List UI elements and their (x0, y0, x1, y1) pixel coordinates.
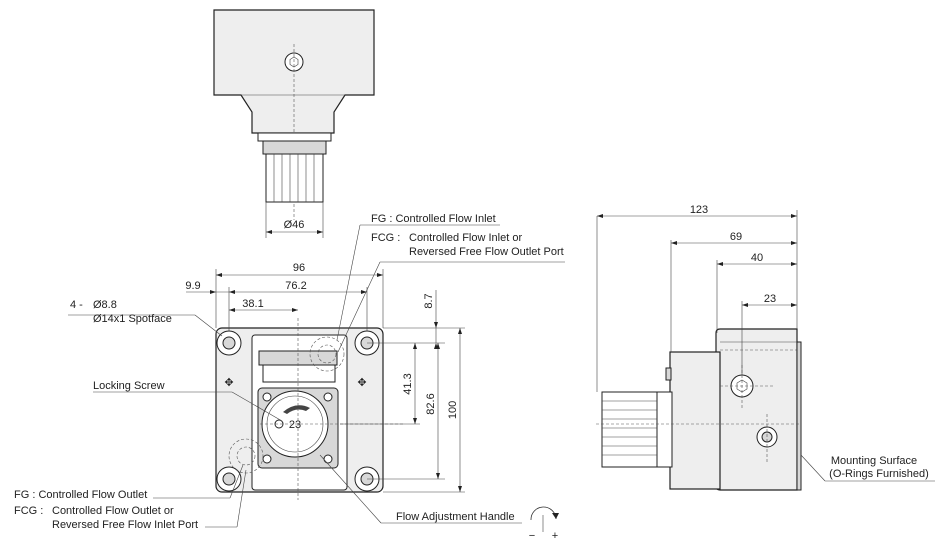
dim-edge-9-9: 9.9 (185, 280, 200, 292)
label-fcg-outlet-prefix: FCG : (14, 505, 43, 517)
dim-knob-38: 38.1 (242, 298, 263, 310)
knob-mark: 23 (289, 419, 301, 431)
rotation-minus: − (529, 530, 535, 542)
label-fcg-inlet-line2: Reversed Free Flow Outlet Port (409, 246, 564, 258)
dim-side-123: 123 (690, 204, 708, 216)
dim-top-8-7: 8.7 (423, 293, 435, 308)
front-view: 23 ✥ ✥ 96 76.2 9.9 38.1 (68, 224, 565, 528)
dim-side-23: 23 (764, 293, 776, 305)
dim-height-82: 82.6 (425, 393, 437, 414)
dim-height-100: 100 (447, 401, 459, 419)
dim-width-96: 96 (293, 262, 305, 274)
rotation-symbol: − + (529, 506, 559, 542)
label-flow-handle: Flow Adjustment Handle (396, 511, 515, 523)
side-view: 123 69 40 23 (596, 204, 935, 491)
label-locking-screw: Locking Screw (93, 380, 165, 392)
label-holes-prefix: 4 - (70, 299, 83, 311)
dim-side-69: 69 (730, 231, 742, 243)
label-holes-line1: Ø8.8 (93, 299, 117, 311)
svg-text:✥: ✥ (224, 377, 233, 389)
rotation-plus: + (552, 530, 558, 542)
side-view-knob (601, 391, 658, 468)
dim-knob-dia: Ø46 (284, 219, 305, 231)
dim-height-41: 41.3 (402, 373, 414, 394)
dim-side-40: 40 (751, 252, 763, 264)
label-fcg-inlet-prefix: FCG : (371, 232, 400, 244)
label-fg-outlet: FG : Controlled Flow Outlet (14, 489, 147, 501)
top-view-knob (265, 153, 324, 203)
label-fg-inlet: FG : Controlled Flow Inlet (371, 213, 496, 225)
top-view: Ø46 (213, 9, 375, 238)
label-fcg-inlet-line1: Controlled Flow Inlet or (409, 232, 522, 244)
label-holes-line2: Ø14x1 Spotface (93, 313, 172, 325)
label-fcg-outlet-line2: Reversed Free Flow Inlet Port (52, 519, 198, 531)
dim-pitch-76: 76.2 (285, 280, 306, 292)
label-fcg-outlet-line1: Controlled Flow Outlet or (52, 505, 174, 517)
label-mounting-2: (O-Rings Furnished) (829, 468, 929, 480)
svg-text:✥: ✥ (357, 377, 366, 389)
label-mounting-1: Mounting Surface (831, 455, 917, 467)
